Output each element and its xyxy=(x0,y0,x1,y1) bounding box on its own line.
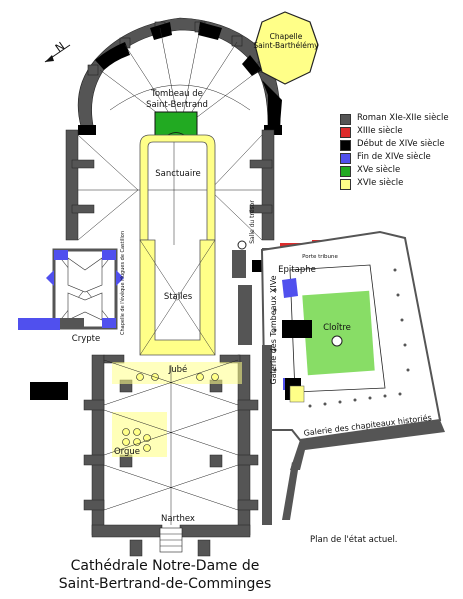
legend-label: Roman XIe-XIIe siècle xyxy=(357,113,449,123)
sanctuaire-enclosure xyxy=(139,134,216,241)
legend-label: XVe siècle xyxy=(357,165,401,175)
jube-zone xyxy=(112,362,242,384)
jube-columns xyxy=(136,373,219,381)
legend-label: Début de XIVe siècle xyxy=(357,139,445,149)
chapelle-hugues-castillon xyxy=(46,248,124,330)
right-stubs xyxy=(262,345,298,525)
legend-swatch xyxy=(340,140,351,151)
plan-title-line1: Cathédrale Notre-Dame de xyxy=(70,558,260,574)
legend-swatch xyxy=(340,127,351,138)
plan-title-line2: Saint-Bertrand-de-Comminges xyxy=(58,576,272,592)
plan-subtitle: Plan de l'état actuel. xyxy=(310,535,398,545)
label-porte-tribune: Porte tribune xyxy=(302,254,338,260)
legend-label: XVIe siècle xyxy=(357,178,404,188)
label-crypte: Crypte xyxy=(72,334,100,344)
chapelle-saint-barthelemy xyxy=(254,11,319,85)
narthex-steps xyxy=(159,527,183,553)
label-jube: Jubé xyxy=(168,364,188,375)
legend-label: Fin de XIVe siècle xyxy=(357,152,431,162)
black-block-left xyxy=(30,382,68,400)
label-cloitre: Cloître xyxy=(323,323,351,333)
nave-walls xyxy=(83,354,259,557)
orgue-columns xyxy=(122,428,151,452)
dots-cloitre xyxy=(273,268,410,408)
label-salle-tresor: Salle du trésor xyxy=(249,200,256,244)
north-arrow xyxy=(44,44,71,63)
label-stalles: Stalles xyxy=(164,292,193,302)
legend-swatch xyxy=(340,179,351,190)
legend-swatch xyxy=(340,166,351,177)
choir-walls xyxy=(65,129,275,241)
label-sanctuaire: Sanctuaire xyxy=(155,169,201,179)
legend-swatch xyxy=(340,114,351,125)
cloitre xyxy=(260,230,442,442)
label-narthex: Narthex xyxy=(161,514,195,524)
label-tombeau-2: Saint-Bertrand xyxy=(146,100,208,110)
yellow-right xyxy=(289,385,305,403)
north-label: N xyxy=(53,40,67,55)
legend-swatch xyxy=(340,153,351,164)
label-chapelle-gauche: Chapelle de l'évêque Hugues de Castillon xyxy=(119,231,126,335)
choir-vault-lines xyxy=(77,134,263,245)
label-epitaphe: Epitaphe xyxy=(278,265,316,275)
label-chapelle-2: Saint-Barthélémy xyxy=(253,41,319,50)
legend-label: XIIIe siècle xyxy=(357,126,403,136)
nave-vault-lines xyxy=(103,359,239,525)
label-galerie-tombeaux: Galerie des Tombeaux XIVe xyxy=(269,275,278,384)
label-tombeau-1: Tombeau de xyxy=(150,89,203,99)
label-orgue: Orgue xyxy=(114,447,140,457)
galerie-chapiteaux-wall xyxy=(290,420,445,470)
label-chapelle-1: Chapelle xyxy=(270,32,303,41)
crypte-wall xyxy=(18,318,60,330)
